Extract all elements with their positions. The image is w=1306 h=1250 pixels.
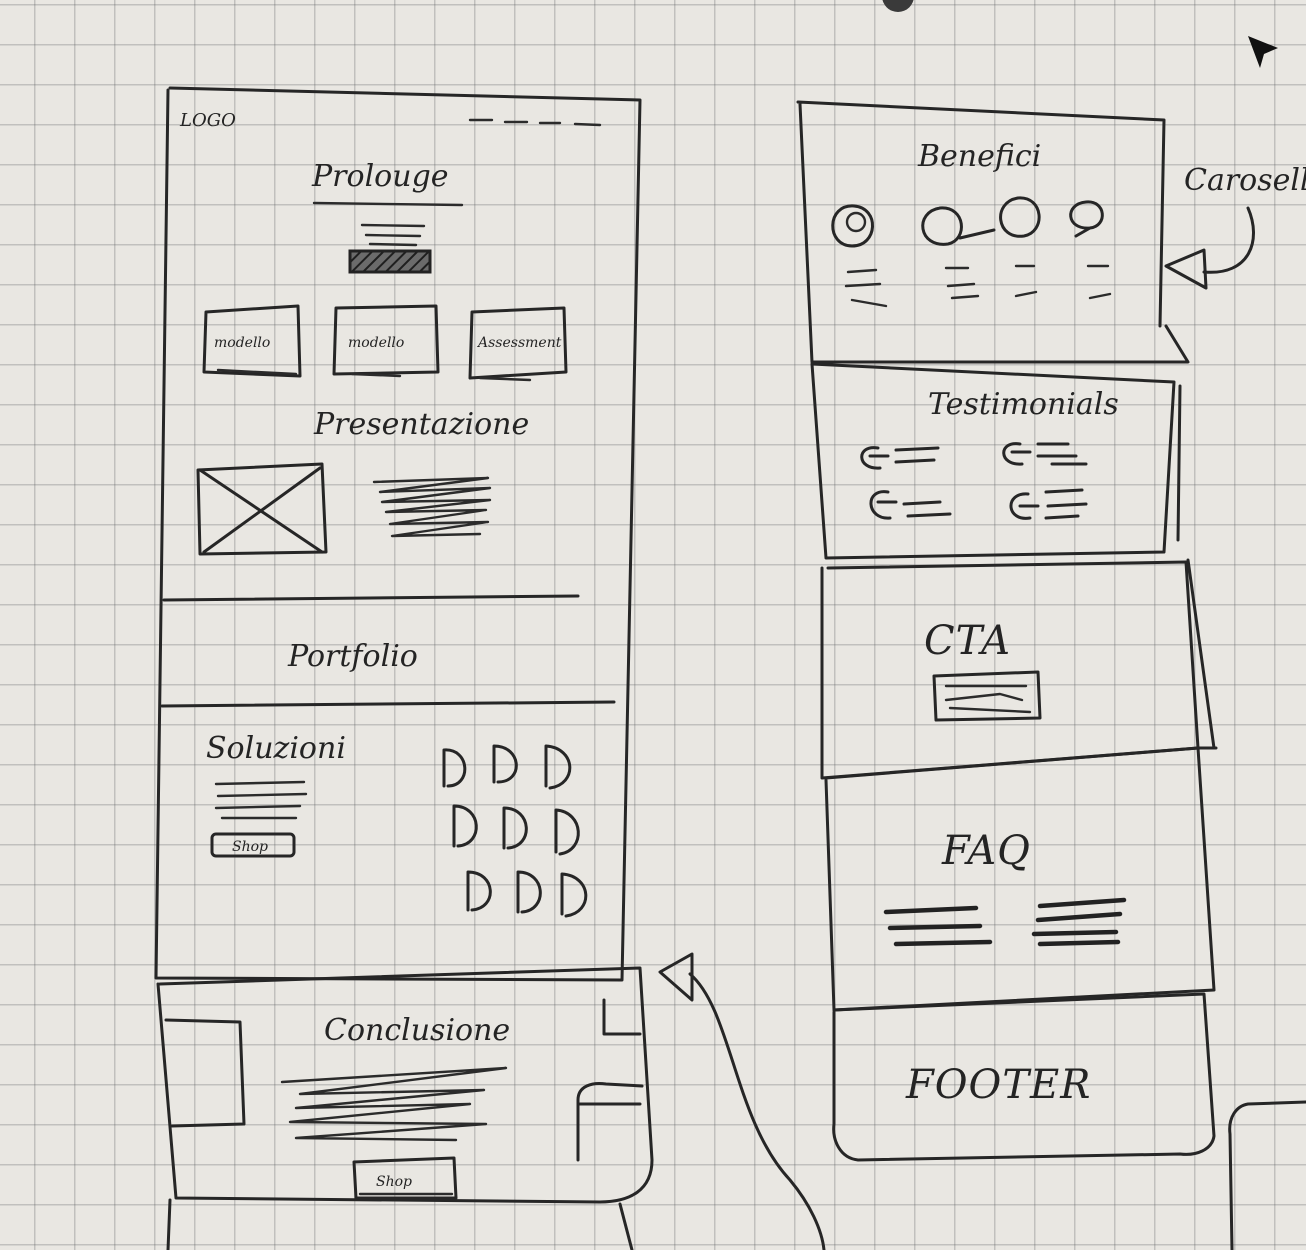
benefits-icons <box>831 196 1104 248</box>
benefits-section: Benefici <box>796 100 1190 364</box>
solutions-title: Soluzioni <box>206 731 346 766</box>
solutions-text-lines <box>214 780 308 820</box>
section-divider-2 <box>160 700 616 708</box>
presentation-text-scribble <box>372 476 492 538</box>
top-smudge <box>882 0 914 12</box>
cursor-icon <box>1248 36 1278 68</box>
feature-card-2: modello <box>332 304 440 378</box>
product-grid <box>442 744 588 918</box>
image-placeholder <box>196 462 328 556</box>
conclusion-shop-button: Shop <box>352 1156 458 1200</box>
feature-card-3: Assessment <box>468 306 568 382</box>
cta-section: CTA <box>820 558 1218 780</box>
cta-title: CTA <box>924 618 1011 664</box>
hero-underline <box>312 201 464 207</box>
left-page-wireframe: LOGO Prolouge modello modello Assessment <box>154 86 642 982</box>
feature-card-1-label: modello <box>214 335 270 351</box>
faq-section: FAQ <box>824 746 1216 1012</box>
conclusion-text-scribble <box>280 1066 508 1142</box>
benefits-text-lines <box>844 264 1112 308</box>
carousel-prev-slide <box>164 1018 246 1128</box>
presentation-title: Presentazione <box>313 407 529 442</box>
annotation-arrow <box>1164 206 1255 290</box>
carousel-annotation: Carosello <box>1184 163 1306 198</box>
carousel-next-slide <box>576 998 644 1162</box>
hero-text-lines <box>360 223 426 247</box>
connector-arrow <box>658 952 826 1250</box>
footer-title: FOOTER <box>905 1062 1091 1108</box>
section-divider-1 <box>162 594 580 602</box>
feature-card-3-label: Assessment <box>476 335 562 351</box>
right-page-wireframe: Benefici Carosello Testimonials <box>796 100 1306 1250</box>
testimonial-items <box>860 442 1088 520</box>
hero-title: Prolouge <box>311 159 449 194</box>
hero-button <box>348 249 432 274</box>
logo-label: LOGO <box>179 110 236 131</box>
solutions-shop-label: Shop <box>232 839 268 855</box>
left-page-frame <box>154 86 642 982</box>
feature-card-2-label: modello <box>348 335 404 351</box>
faq-title: FAQ <box>941 828 1031 874</box>
feature-card-1: modello <box>202 304 302 378</box>
solutions-shop-button: Shop <box>210 832 296 858</box>
testimonials-title: Testimonials <box>928 387 1119 422</box>
nav-menu-dashes <box>468 118 602 127</box>
next-page-edge <box>1228 1100 1306 1250</box>
conclusion-shop-label: Shop <box>376 1174 412 1190</box>
conclusion-title: Conclusione <box>324 1013 510 1048</box>
testimonials-section: Testimonials <box>810 362 1182 560</box>
faq-text-lines <box>883 897 1127 947</box>
cta-button <box>932 670 1042 722</box>
conclusion-section: Conclusione Shop <box>156 966 654 1250</box>
footer-section: FOOTER <box>832 992 1216 1162</box>
portfolio-title: Portfolio <box>287 639 418 674</box>
benefits-title: Benefici <box>917 139 1041 174</box>
